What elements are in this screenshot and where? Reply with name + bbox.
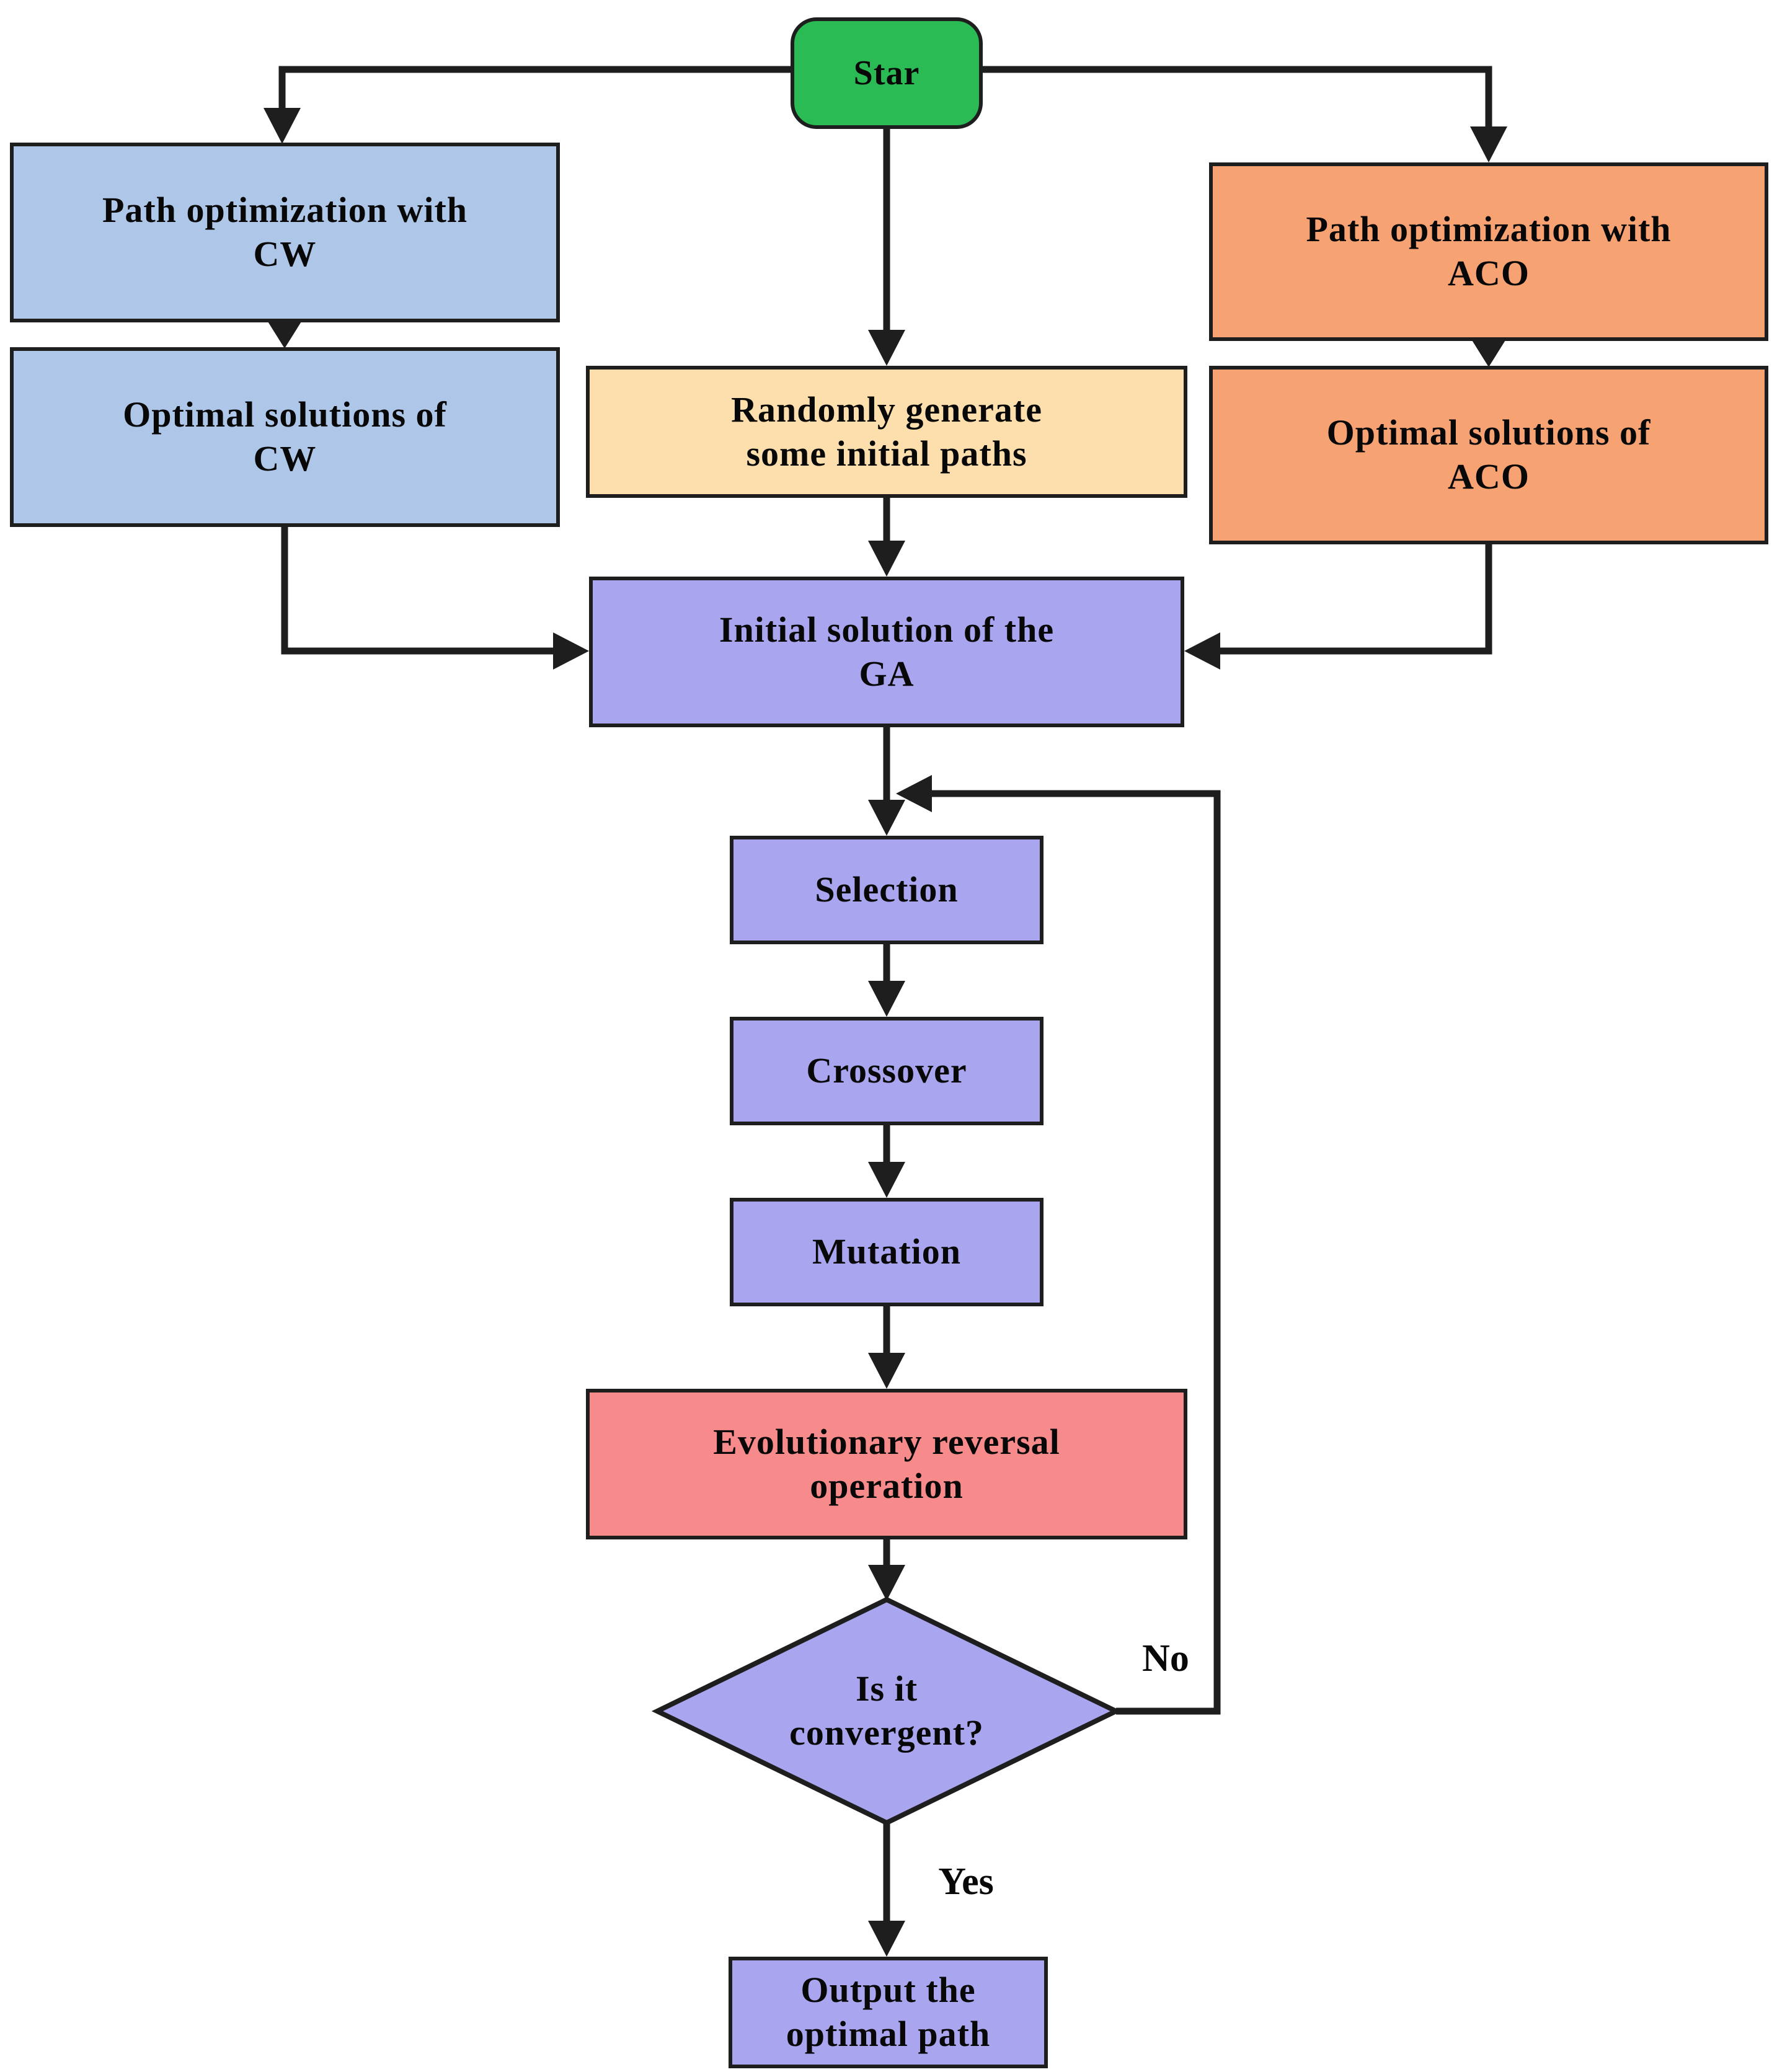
edge-label-yes: Yes — [938, 1861, 994, 1903]
edge-selection-to-crossover — [868, 944, 905, 1017]
edge-reversal-to-decision — [868, 1539, 905, 1601]
node-path-optimization-aco-label: Path optimization with ACO — [1306, 209, 1672, 293]
edge-mutation-to-reversal — [868, 1306, 905, 1389]
edge-aco-to-acosol — [1470, 337, 1507, 367]
node-start: Star — [791, 17, 983, 129]
node-initial-solution-ga: Initial solution of the GA — [589, 577, 1184, 727]
node-evolutionary-reversal-label: Evolutionary reversal operation — [713, 1421, 1060, 1506]
node-output-optimal-path: Output the optimal path — [729, 1957, 1048, 2068]
node-initial-solution-ga-label: Initial solution of the GA — [719, 609, 1055, 694]
edge-cw-to-cwsol — [266, 319, 303, 348]
decision-text: Is it convergent? — [789, 1668, 984, 1753]
edge-acosol-to-ga — [1184, 544, 1492, 670]
edge-start-to-aco — [887, 66, 1507, 162]
node-randomly-generate-paths: Randomly generate some initial paths — [586, 366, 1187, 498]
node-mutation: Mutation — [730, 1198, 1044, 1306]
decision-diamond — [651, 1596, 1122, 1826]
node-selection: Selection — [730, 836, 1044, 944]
node-output-optimal-path-label: Output the optimal path — [786, 1970, 991, 2054]
node-path-optimization-aco: Path optimization with ACO — [1209, 162, 1768, 341]
node-optimal-solutions-aco-label: Optimal solutions of ACO — [1326, 412, 1651, 497]
node-path-optimization-cw: Path optimization with CW — [10, 143, 560, 322]
edge-label-no: No — [1142, 1637, 1189, 1680]
edge-crossover-to-mutation — [868, 1125, 905, 1198]
edge-cwsol-to-ga — [281, 527, 589, 670]
node-optimal-solutions-aco: Optimal solutions of ACO — [1209, 366, 1768, 544]
node-mutation-label: Mutation — [812, 1231, 961, 1272]
node-evolutionary-reversal: Evolutionary reversal operation — [586, 1389, 1187, 1539]
node-crossover-label: Crossover — [806, 1050, 967, 1091]
edge-decision-to-output — [868, 1823, 905, 1957]
node-path-optimization-cw-label: Path optimization with CW — [102, 190, 468, 274]
edge-start-to-cw — [264, 66, 887, 144]
node-decision-label: Is it convergent? — [701, 1637, 1073, 1786]
node-randomly-generate-paths-label: Randomly generate some initial paths — [731, 389, 1042, 474]
edge-start-to-random — [868, 129, 905, 366]
edge-ga-to-selection — [868, 727, 905, 836]
node-optimal-solutions-cw: Optimal solutions of CW — [10, 347, 560, 527]
node-crossover: Crossover — [730, 1017, 1044, 1125]
edge-random-to-ga — [868, 498, 905, 577]
node-optimal-solutions-cw-label: Optimal solutions of CW — [123, 394, 447, 479]
node-start-label: Star — [853, 53, 920, 92]
edge-no-feedback — [896, 775, 1221, 1715]
node-selection-label: Selection — [815, 869, 959, 910]
